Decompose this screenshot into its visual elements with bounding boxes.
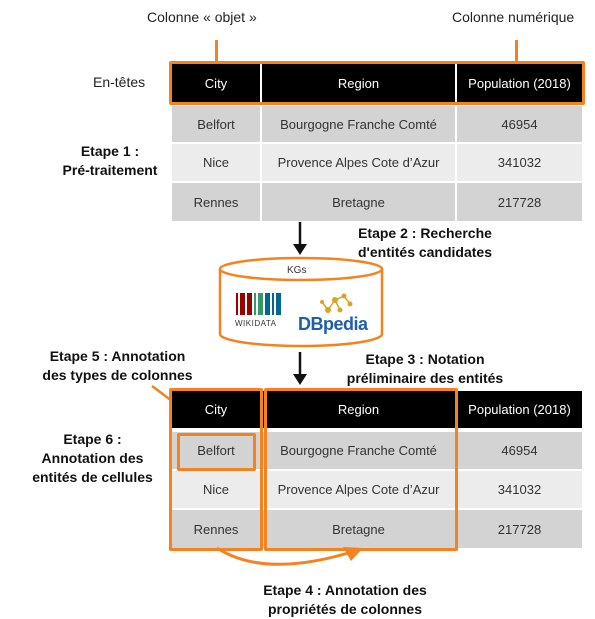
step1-line-2: Pré-traitement — [62, 162, 158, 178]
step2-line-1: Etape 2 : Recherche — [358, 225, 492, 241]
step6-label: Etape 6 : Annotation des entités de cell… — [20, 430, 165, 487]
numeric-column-label: Colonne numérique — [452, 9, 575, 25]
step5-label: Etape 5 : Annotation des types de colonn… — [30, 347, 205, 385]
object-column-label: Colonne « objet » — [147, 9, 257, 25]
bottom-cell-population-3: 217728 — [457, 510, 582, 548]
top-cell-population-1: 46954 — [457, 106, 582, 142]
step5-line-2: des types de colonnes — [42, 367, 193, 383]
bottom-cell-city-2: Nice — [172, 471, 260, 508]
bottom-cell-city-3: Rennes — [172, 510, 260, 548]
wikidata-text: WIKIDATA — [235, 319, 277, 328]
step4-label: Etape 4 : Annotation des propriétés de c… — [225, 581, 465, 619]
top-cell-region-3: Bretagne — [262, 183, 455, 221]
top-cell-city-1: Belfort — [172, 106, 260, 142]
top-cell-city-2: Nice — [172, 144, 260, 181]
region-column-highlight-box — [264, 388, 458, 551]
dbpedia-network-icon — [320, 293, 353, 313]
knowledge-graph-cylinder — [218, 256, 384, 348]
bottom-cell-population-2: 341032 — [457, 471, 582, 508]
step4-line-2: propriétés de colonnes — [267, 601, 423, 617]
curved-arrow-icon — [216, 546, 363, 566]
step3-line-2: préliminaire des entités — [346, 370, 504, 386]
dbpedia-text: DBpedia — [298, 314, 368, 334]
top-header-city: City — [172, 64, 260, 102]
bottom-header-city: City — [172, 391, 260, 428]
top-cell-region-2: Provence Alpes Cote d’Azur — [262, 144, 455, 181]
top-cell-city-3: Rennes — [172, 183, 260, 221]
top-cell-population-2: 341032 — [457, 144, 582, 181]
bottom-table: City Region Population (2018) Belfort Bo… — [169, 388, 582, 551]
kg-title: KGs — [287, 265, 307, 276]
step1-label: Etape 1 : Pré-traitement — [50, 142, 170, 180]
top-header-population: Population (2018) — [457, 64, 582, 102]
step5-line-1: Etape 5 : Annotation — [49, 348, 186, 364]
city-column-highlight-box — [169, 388, 263, 551]
step3-line-1: Etape 3 : Notation — [365, 351, 485, 367]
step3-label: Etape 3 : Notation préliminaire des enti… — [320, 350, 530, 388]
bottom-cell-region-2: Provence Alpes Cote d’Azur — [262, 471, 455, 508]
bottom-cell-population-1: 46954 — [457, 432, 582, 469]
bottom-cell-region-3: Bretagne — [262, 510, 455, 548]
top-table: City Region Population (2018) Belfort Bo… — [169, 61, 585, 221]
arrow-down-icon — [293, 222, 307, 255]
numeric-column-pointer — [515, 40, 518, 64]
bottom-header-region: Region — [262, 391, 455, 428]
step6-line-2: Annotation des — [41, 450, 144, 466]
step6-line-1: Etape 6 : — [63, 431, 122, 447]
top-cell-population-3: 217728 — [457, 183, 582, 221]
arrow-down-icon-2 — [293, 352, 307, 385]
top-cell-region-1: Bourgogne Franche Comté — [262, 106, 455, 142]
step4-line-1: Etape 4 : Annotation des — [263, 582, 427, 598]
top-header-region: Region — [262, 64, 455, 102]
step2-line-2: d'entités candidates — [357, 244, 493, 260]
step2-label: Etape 2 : Recherche d'entités candidates — [330, 224, 520, 262]
header-highlight-box — [169, 61, 585, 105]
belfort-cell-highlight-box — [177, 433, 256, 471]
headers-label: En-têtes — [93, 74, 146, 90]
bottom-header-population: Population (2018) — [457, 391, 582, 428]
step1-line-1: Etape 1 : — [80, 143, 140, 159]
bottom-cell-region-1: Bourgogne Franche Comté — [262, 432, 455, 469]
step6-line-3: entités de cellules — [32, 469, 153, 485]
wikidata-logo-icon — [236, 293, 281, 315]
bottom-cell-city-1: Belfort — [172, 432, 260, 469]
object-column-pointer — [215, 40, 218, 64]
